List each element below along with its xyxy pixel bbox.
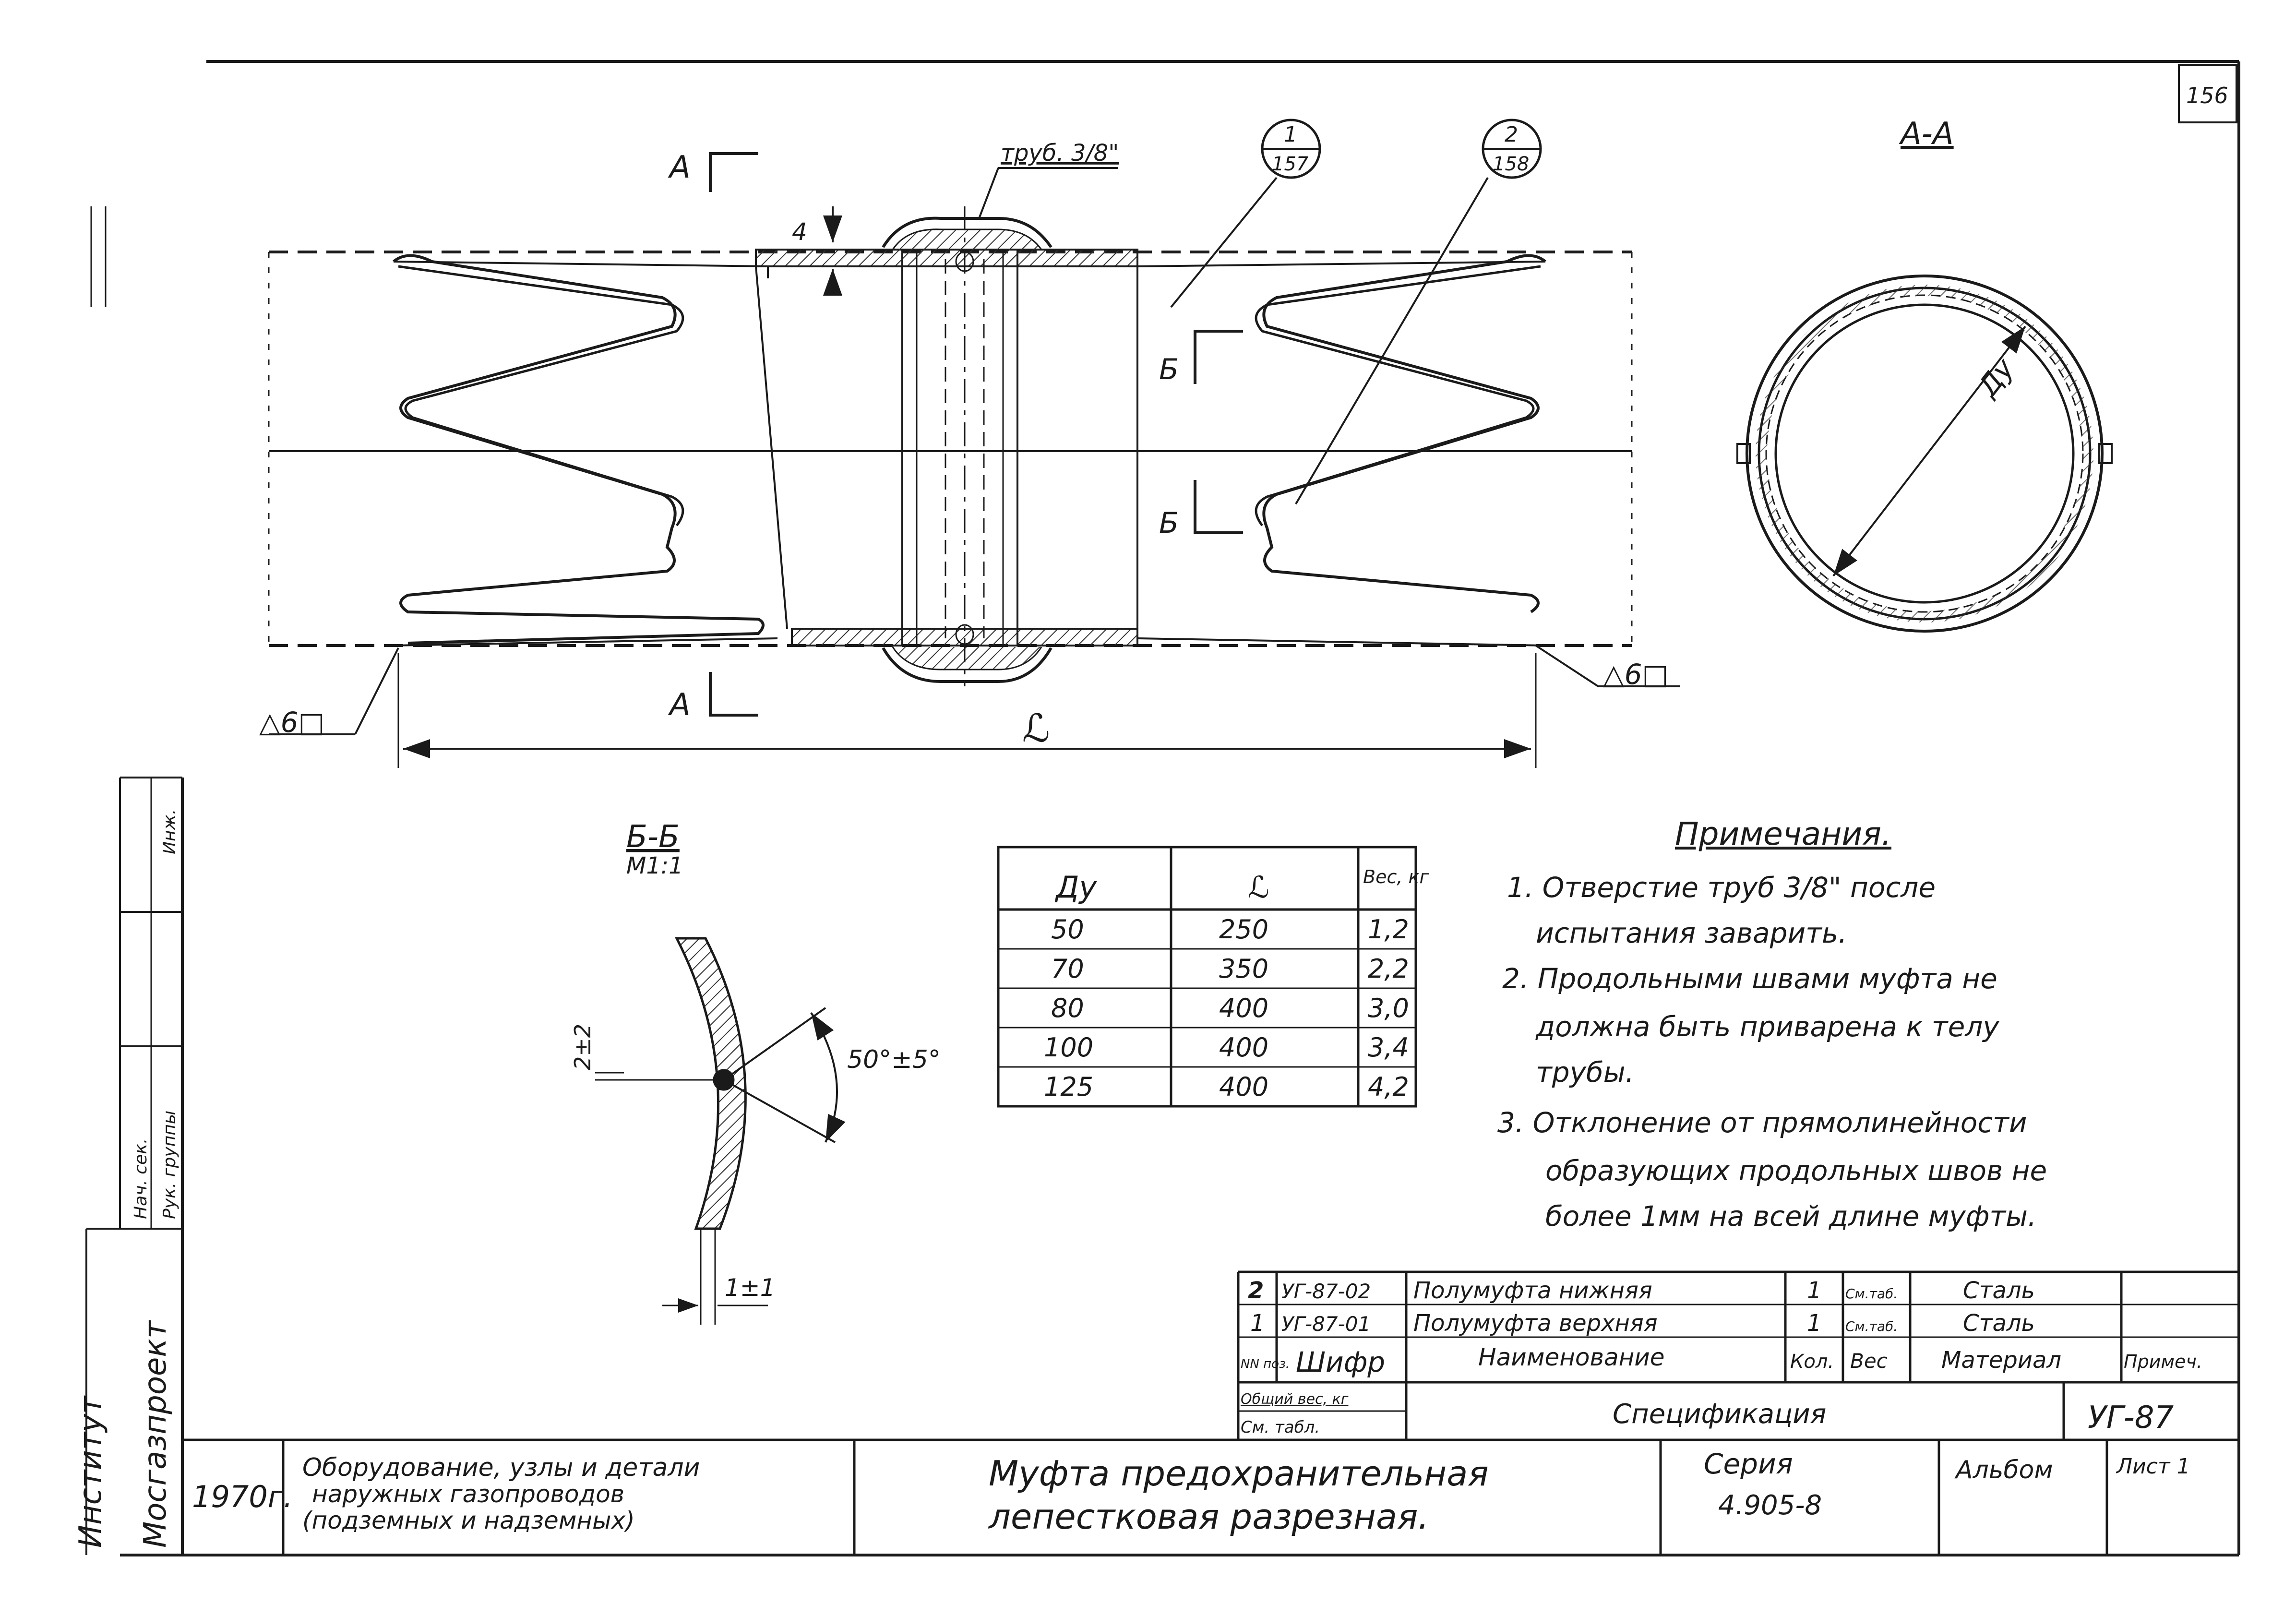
table-cell: 400: [1219, 1072, 1268, 1102]
spec-pos: 2: [1248, 1277, 1264, 1304]
spec-header-qty: Кол.: [1790, 1351, 1834, 1373]
doc-code: УГ-87: [2088, 1400, 2174, 1436]
role-engineer: Инж.: [160, 809, 179, 854]
thickness-label: 4: [792, 218, 807, 246]
pipe-callout: труб. 3/8": [1001, 140, 1119, 167]
note-line: 3. Отклонение от прямолинейности: [1497, 1106, 2027, 1139]
angle-label: 50°±5°: [847, 1045, 941, 1074]
note-line: 2. Продольными швами муфта не: [1502, 962, 1997, 995]
table-header-l: ℒ: [1248, 870, 1269, 905]
spec-weight: См.таб.: [1845, 1318, 1898, 1334]
spec-qty: 1: [1807, 1310, 1822, 1337]
table-cell: 4,2: [1368, 1072, 1409, 1102]
item-title-line-2: лепестковая разрезная.: [988, 1496, 1429, 1537]
table-cell: 3,4: [1368, 1032, 1409, 1063]
length-symbol: ℒ: [1022, 706, 1050, 751]
table-cell: 3,0: [1368, 993, 1409, 1023]
series-value: 4.905-8: [1718, 1490, 1822, 1521]
spec-table: [1237, 1270, 2239, 1440]
album-label: Альбом: [1954, 1456, 2053, 1484]
note-line: образующих продольных швов не: [1545, 1154, 2047, 1187]
spec-code: УГ-87-02: [1281, 1280, 1371, 1303]
spec-weight: См.таб.: [1845, 1286, 1898, 1302]
weld-symbol-left: △6□: [259, 706, 324, 739]
offset-label: 1±1: [725, 1274, 776, 1302]
spec-pos: 1: [1250, 1310, 1265, 1337]
note-line: испытания заварить.: [1536, 917, 1847, 949]
spec-name: Полумуфта нижняя: [1413, 1277, 1652, 1304]
callout-1-bottom: 157: [1272, 153, 1309, 175]
dimension-table-text: Ду ℒ Вес, кг 50 250 1,2 70 350 2,2 80 40…: [1044, 866, 1429, 1102]
table-cell: 350: [1219, 954, 1268, 984]
section-b-label-bottom: Б: [1159, 506, 1179, 540]
spec-header-material: Материал: [1941, 1347, 2061, 1374]
main-view: [268, 119, 1680, 768]
section-bb-view: [595, 937, 846, 1325]
spec-name: Полумуфта верхняя: [1413, 1310, 1658, 1337]
table-cell: 70: [1051, 954, 1084, 984]
diameter-label: Ду: [1971, 352, 2021, 404]
album-title-line-3: (подземных и надземных): [302, 1507, 635, 1534]
table-cell: 1,2: [1368, 914, 1409, 945]
spec-table-text: 2 УГ-87-02 Полумуфта нижняя 1 См.таб. Ст…: [1241, 1277, 2202, 1437]
table-header-du: Ду: [1054, 870, 1097, 905]
dimension-table: [997, 846, 1417, 1108]
role-group: Рук. группы: [160, 1111, 179, 1219]
section-bb-scale: М1:1: [626, 852, 683, 879]
spec-header-weight: Вес: [1850, 1349, 1888, 1373]
spec-header-pos: NN поз.: [1241, 1357, 1290, 1371]
table-cell: 2,2: [1368, 954, 1409, 984]
note-line: трубы.: [1536, 1056, 1634, 1089]
spec-title: Спецификация: [1613, 1399, 1826, 1430]
spec-header-note: Примеч.: [2124, 1351, 2202, 1372]
total-weight-label: Общий вес, кг: [1241, 1391, 1349, 1408]
callout-2-bottom: 158: [1493, 153, 1529, 175]
spec-qty: 1: [1807, 1277, 1822, 1304]
table-cell: 125: [1044, 1072, 1093, 1102]
notes-title: Примечания.: [1675, 815, 1891, 852]
table-header-weight: Вес, кг: [1363, 866, 1429, 887]
spec-header-name: Наименование: [1478, 1343, 1665, 1371]
callout-1-top: 1: [1284, 122, 1297, 147]
spec-header-code: Шифр: [1296, 1346, 1385, 1378]
spec-material: Сталь: [1963, 1277, 2035, 1304]
title-block: [282, 1440, 2108, 1555]
note-line: должна быть приварена к телу: [1536, 1010, 1999, 1043]
section-aa-title: А-А: [1899, 116, 1954, 152]
frame: [120, 60, 2240, 1556]
year: 1970г.: [192, 1479, 293, 1514]
table-cell: 250: [1219, 914, 1268, 945]
section-bb-title: Б-Б: [626, 819, 680, 855]
section-a-label-top: А: [668, 150, 691, 185]
spec-material: Сталь: [1963, 1310, 2035, 1337]
section-aa-view: [1736, 275, 2113, 633]
series-label: Серия: [1704, 1448, 1793, 1480]
table-cell: 50: [1051, 914, 1084, 945]
weld-symbol-right: △6□: [1603, 658, 1668, 691]
album-title-line-1: Оборудование, узлы и детали: [302, 1453, 700, 1482]
table-cell: 400: [1219, 993, 1268, 1023]
table-cell: 400: [1219, 1032, 1268, 1063]
section-b-label-top: Б: [1159, 353, 1179, 386]
institute-line-2: Мосгазпроект: [138, 1320, 173, 1548]
institute-line-1: Институт: [73, 1395, 108, 1548]
section-a-label-bottom: А: [668, 687, 691, 723]
callout-2-top: 2: [1505, 122, 1518, 147]
role-head: Нач. сек.: [131, 1138, 151, 1219]
item-title-line-1: Муфта предохранительная: [989, 1453, 1489, 1494]
gap-label: 2±2: [570, 1024, 596, 1070]
sheet-number: 156: [2186, 83, 2228, 108]
table-cell: 100: [1044, 1032, 1093, 1063]
sheet-label: Лист 1: [2116, 1454, 2190, 1479]
spec-code: УГ-87-01: [1281, 1312, 1371, 1336]
note-line: 1. Отверстие труб 3/8" после: [1507, 871, 1936, 904]
note-line: более 1мм на всей длине муфты.: [1545, 1200, 2037, 1233]
side-stamp: [85, 206, 182, 1555]
album-title-line-2: наружных газопроводов: [312, 1480, 624, 1508]
table-cell: 80: [1051, 993, 1084, 1023]
total-weight-ref: См. табл.: [1241, 1418, 1320, 1437]
